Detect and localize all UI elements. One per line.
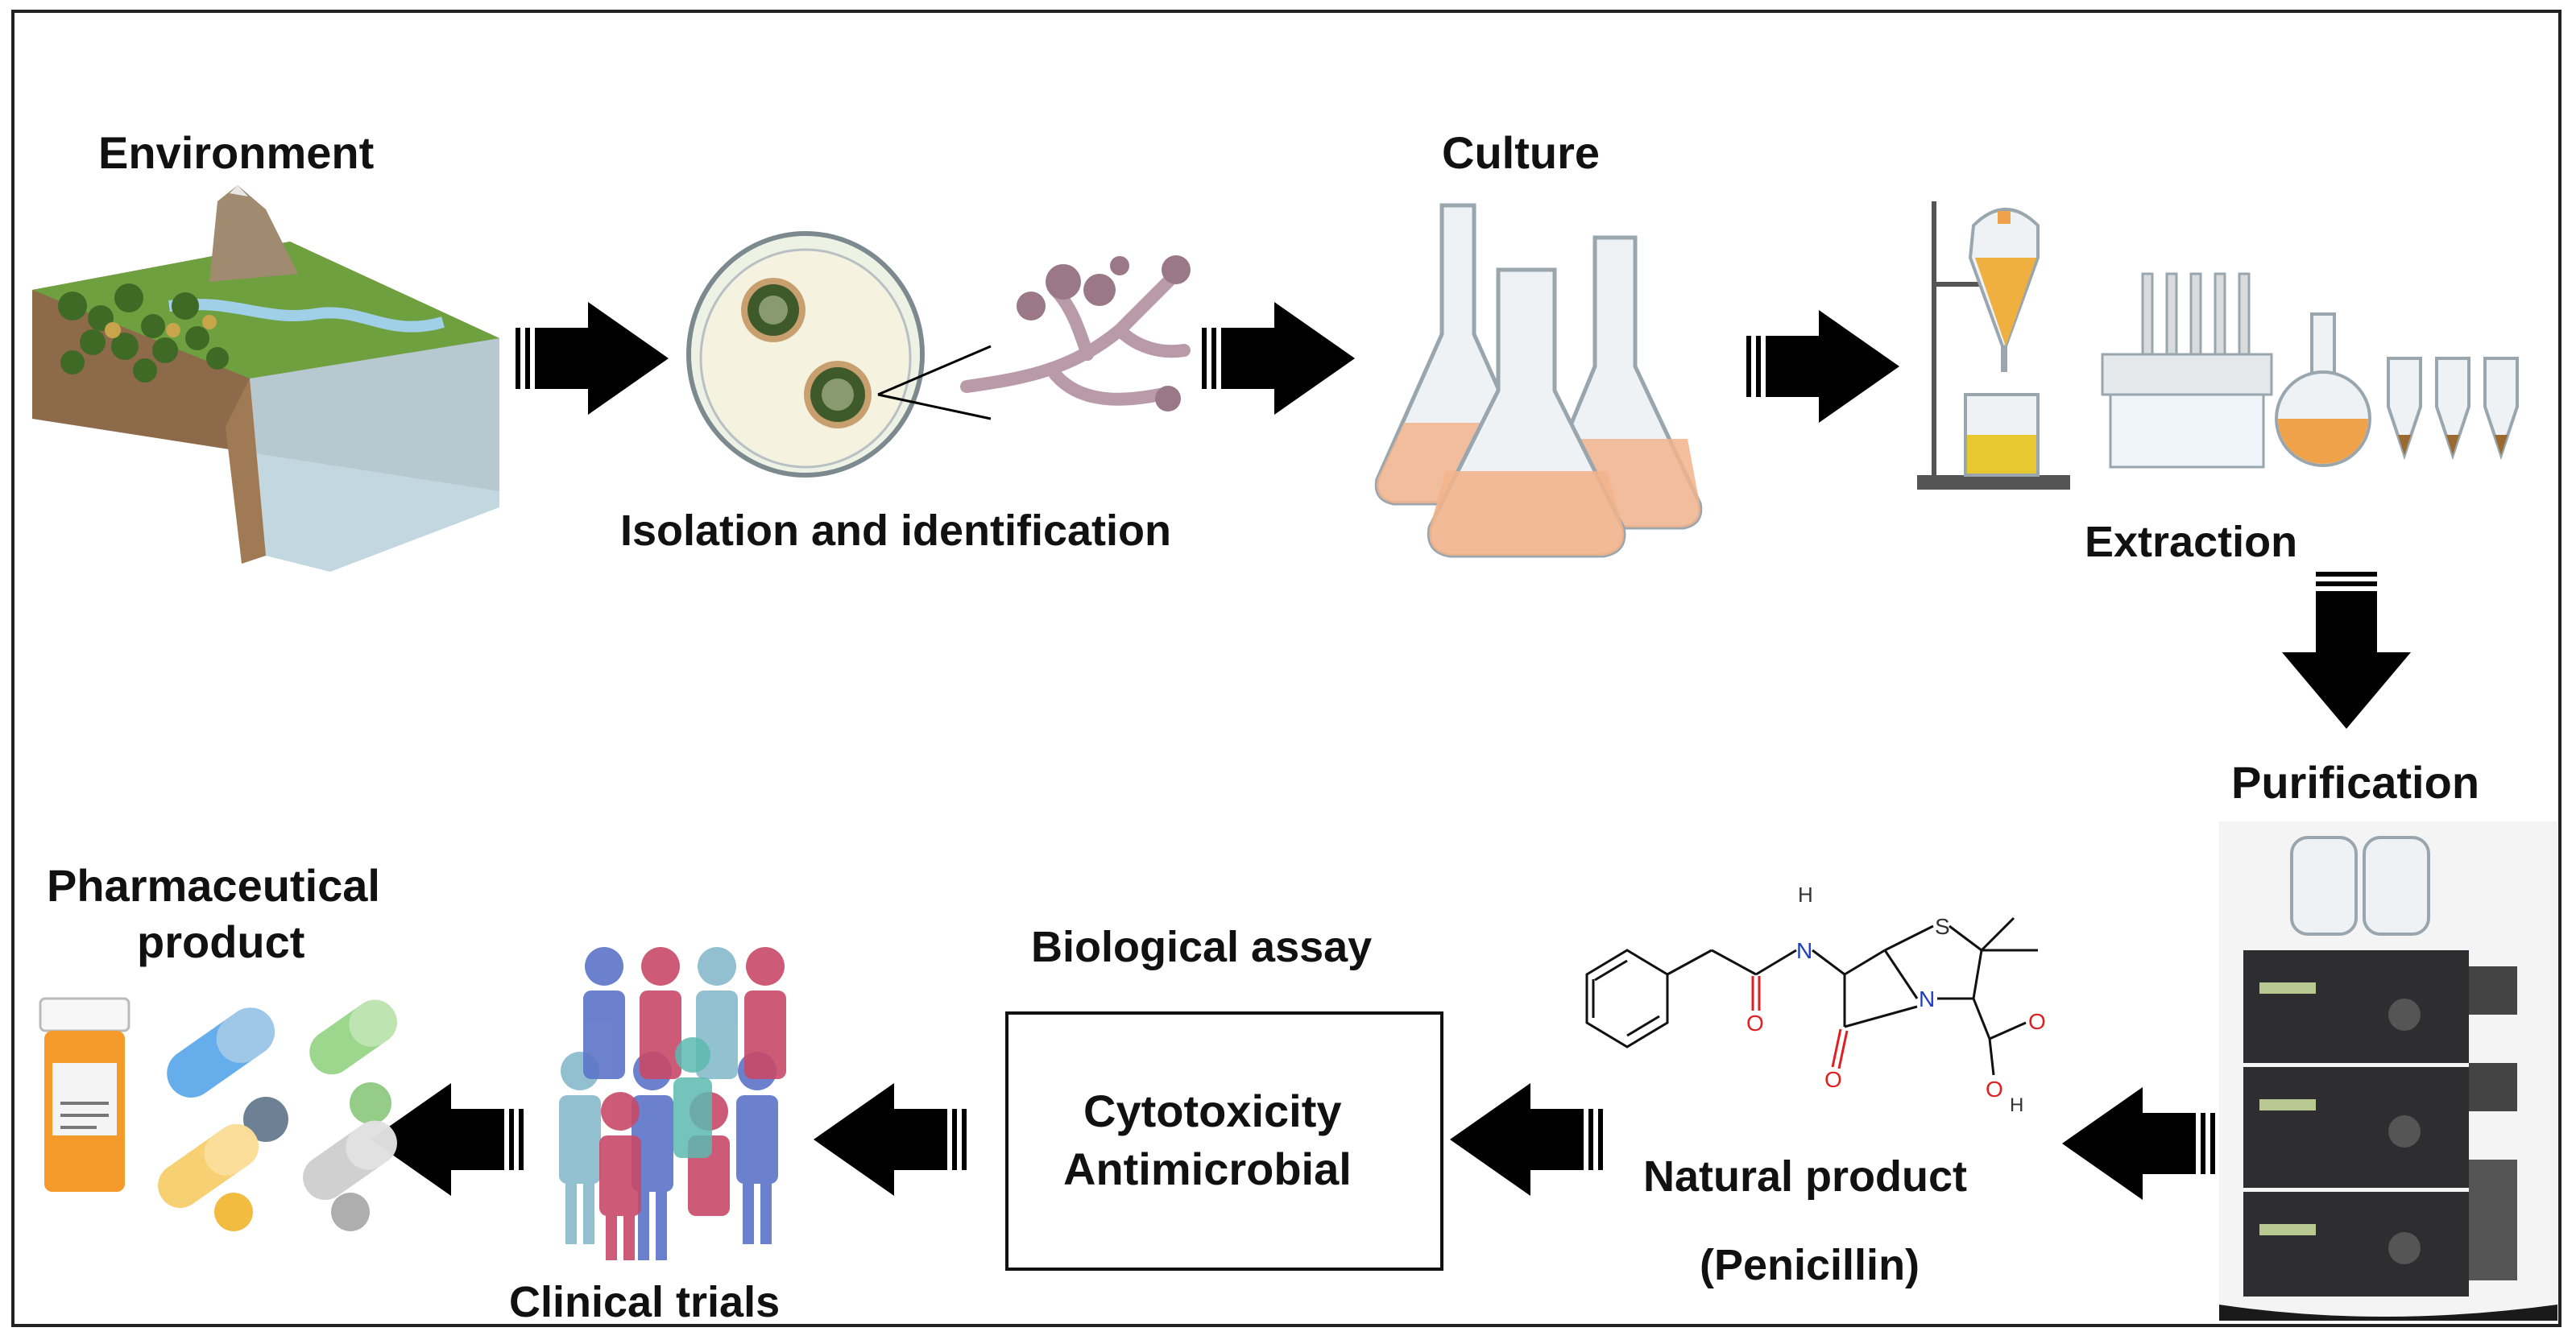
arrow-clinical-trials-to-pharmaceutical bbox=[371, 1083, 524, 1196]
arrow-culture-to-extraction bbox=[1746, 310, 1899, 423]
arrow-isolation-to-culture bbox=[1202, 302, 1355, 415]
purification-label: Purification bbox=[2231, 757, 2480, 808]
round-flask-illustration bbox=[2275, 312, 2371, 467]
rotary-evaporator-illustration bbox=[2101, 272, 2273, 469]
fungal-hyphae-illustration bbox=[960, 255, 1191, 412]
callout-lines bbox=[877, 345, 992, 420]
atom-n-amide: N bbox=[1796, 938, 1812, 963]
arrow-natural-product-to-assay bbox=[1450, 1083, 1603, 1196]
separatory-funnel-illustration bbox=[1917, 201, 2070, 490]
people-group-illustration bbox=[559, 947, 786, 1260]
assay-box bbox=[1005, 1011, 1443, 1271]
atom-o-carbonyl: O bbox=[2028, 1009, 2046, 1034]
environment-landscape-illustration bbox=[32, 185, 499, 572]
isolation-label: Isolation and identification bbox=[620, 507, 1172, 555]
arrow-environment-to-isolation bbox=[516, 302, 669, 415]
culture-label: Culture bbox=[1442, 127, 1600, 178]
clinical-trials-label: Clinical trials bbox=[509, 1278, 781, 1326]
atom-h-top: H bbox=[1798, 883, 1813, 907]
arrow-extraction-to-purification bbox=[2282, 572, 2411, 729]
atom-s: S bbox=[1935, 914, 1950, 939]
biological-assay-label: Biological assay bbox=[1031, 923, 1373, 971]
pharmaceutical-label: Pharmaceutical bbox=[47, 860, 380, 911]
antimicrobial-label: Antimicrobial bbox=[1063, 1144, 1352, 1194]
extraction-label: Extraction bbox=[2085, 518, 2298, 566]
product-label: product bbox=[137, 916, 305, 967]
chromatography-system-illustration bbox=[2219, 821, 2557, 1321]
sample-tubes-illustration bbox=[2387, 357, 2519, 461]
arrow-assay-to-clinical-trials bbox=[814, 1083, 967, 1196]
atom-o-hydroxyl: O bbox=[1986, 1077, 2003, 1102]
atom-h-hydroxyl: H bbox=[2010, 1094, 2023, 1116]
atom-n-ring: N bbox=[1919, 986, 1935, 1011]
culture-flasks-illustration bbox=[1374, 203, 1703, 558]
arrow-purification-to-natural-product bbox=[2062, 1087, 2215, 1200]
cytotoxicity-label: Cytotoxicity bbox=[1083, 1086, 1342, 1136]
petri-dish-icon bbox=[686, 231, 925, 478]
atom-o-lactam: O bbox=[1824, 1067, 1842, 1092]
environment-label: Environment bbox=[98, 127, 375, 178]
atom-o-amide: O bbox=[1746, 1011, 1764, 1036]
penicillin-structure-diagram: H N S N O O O O H bbox=[1585, 883, 2046, 1116]
natural-product-label: Natural product bbox=[1643, 1152, 1968, 1201]
penicillin-label: (Penicillin) bbox=[1700, 1241, 1920, 1289]
medicine-pills-illustration bbox=[39, 997, 397, 1231]
